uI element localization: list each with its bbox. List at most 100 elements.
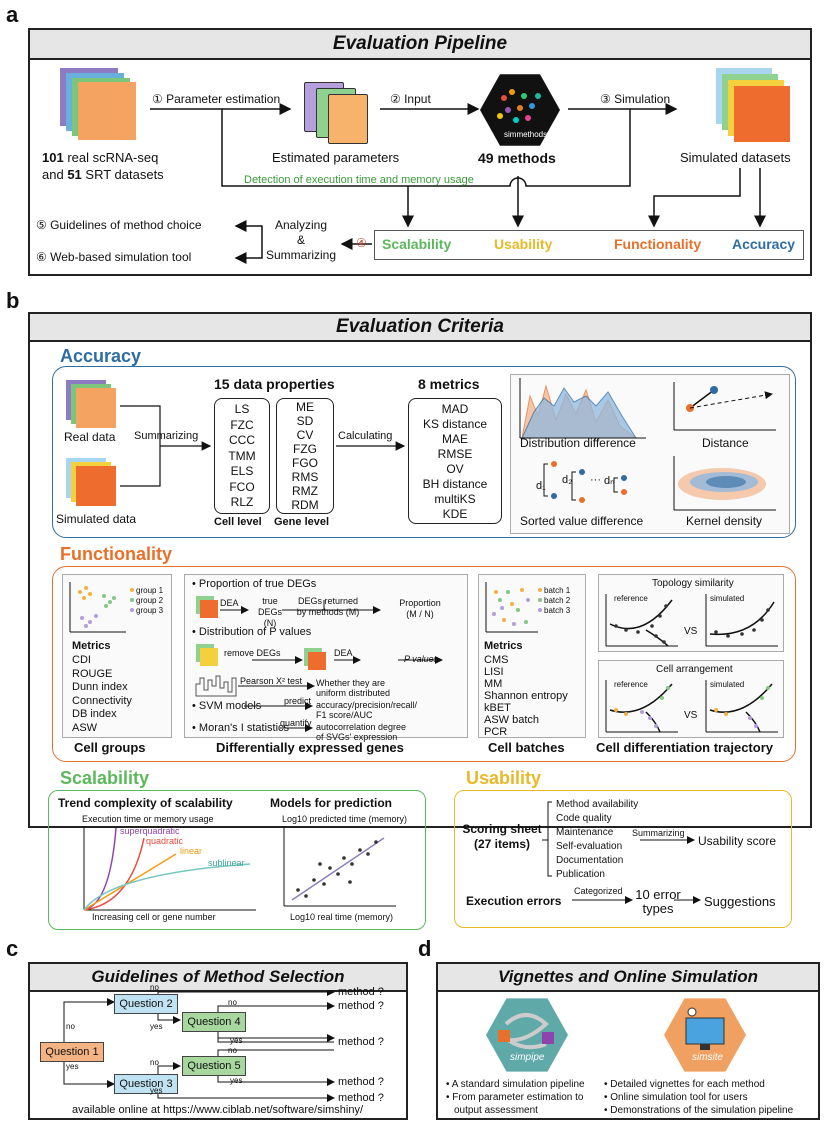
topology-simulated: simulated [710,594,745,603]
topology-label: Topology similarity [652,578,734,589]
question-5: Question 5 [182,1056,246,1076]
metrics-title: 8 metrics [418,376,480,392]
panel-letter-d: d [418,936,432,961]
deg-data-icon [308,652,326,670]
guidelines-frame: Guidelines of Method Selection [28,962,408,1120]
usability-summarizing: Summarizing [632,828,685,838]
deg-bullet-2: • Distribution of P values [192,626,312,638]
vignettes-frame: Vignettes and Online Simulation [436,962,820,1120]
params-doc [328,94,368,144]
panel-letter-c: c [6,936,19,961]
real-dataset-sheet [78,82,136,140]
sim-dataset-sheet [734,86,790,142]
dn-label: dₙ [604,475,615,487]
arrangement-label: Cell arrangement [656,664,733,675]
q2-no: no [150,983,159,992]
props-title: 15 data properties [214,376,335,392]
deg-box [184,574,468,738]
deg-pearson-label: Pearson X² test [240,676,303,686]
question-2: Question 2 [114,994,178,1014]
group-scatter [69,582,134,633]
estimated-params-label: Estimated parameters [272,150,400,165]
pipeline-frame: Evaluation Pipeline [28,28,812,276]
d1-label: d₁ [536,480,546,492]
deg-arrows [195,600,443,732]
deg-bullet-3: • SVM models [192,700,262,712]
simsite-bullets: • Detailed vignettes for each method• On… [604,1079,794,1116]
deg-prop-label: Proportion(M / N) [399,598,441,619]
simpipe-bullets: • A standard simulation pipeline• From p… [446,1079,585,1116]
decision-tree-arrows [63,990,335,1102]
gene-level-label: Gene level [274,516,330,528]
real-datasets-caption-2: and 51 SRT datasets [42,167,164,182]
sublinear-label: sublinear [208,858,245,868]
sim-data-sheet [76,466,116,506]
deg-title: Differentially expressed genes [216,740,404,755]
calculating-label: Calculating [338,430,393,442]
panel-letter-b: b [6,288,20,313]
accuracy-arrows [120,405,406,487]
models-y-label: Log10 predicted time (memory) [282,814,408,824]
cat-functionality: Functionality [614,236,702,252]
simulated-data-label: Simulated data [56,512,137,526]
cell-groups-title: Cell groups [74,740,146,755]
usability-score: Usability score [698,834,777,848]
summarizing-label: Summarizing [134,430,199,442]
deg-data-icon [200,600,218,618]
category-box [374,230,804,260]
method-network-icon [497,89,541,123]
guidelines-footer-link[interactable]: available online at https://www.ciblab.n… [72,1104,364,1116]
trend-plot [83,826,256,911]
question-4: Question 4 [182,1012,246,1032]
deg-svm-output: accuracy/precision/recall/F1 score/AUC [316,700,418,720]
distance-label: Distance [702,436,749,450]
categorized-label: Categorized [574,886,623,896]
distance-plot [673,382,776,431]
question-1: Question 1 [40,1042,104,1062]
cat-usability: Usability [494,236,553,252]
topology-reference: reference [614,594,648,603]
topology-box [598,574,784,652]
functionality-title: Functionality [60,544,172,564]
q5-yes: yes [230,1076,243,1085]
monitor-icon [685,1007,725,1050]
batch-metrics-label: Metrics [484,640,523,652]
analyzing-label: Analyzing&Summarizing [265,218,337,262]
usability-section [454,790,792,928]
group-metrics-label: Metrics [72,640,111,652]
deg-remove-label: remove DEGs [224,648,281,658]
q2-yes: yes [150,1022,163,1031]
dots-label: ··· [590,474,601,486]
kernel-density-label: Kernel density [686,514,763,528]
arrangement-simulated: simulated [710,680,745,689]
step5-label: ⑤ Guidelines of method choice [36,218,202,232]
gene-props-box [276,398,334,514]
trajectory-title: Cell differentiation trajectory [596,740,773,755]
hex-label: simmethods [504,130,548,139]
usability-arrows [542,801,701,904]
real-datasets-caption: 101 real scRNA-seq [42,150,159,165]
q1-no: no [66,1022,75,1031]
step1-label: ① Parameter estimation [152,92,281,106]
arrangement-vs: VS [684,710,698,721]
functionality-section [52,566,796,762]
criteria-frame: Evaluation Criteria [28,312,812,828]
deg-true-label: true DEGs(N) [257,596,282,628]
method-outcome: method ? [338,1076,384,1088]
panel-letter-a: a [6,2,19,27]
simulated-datasets-label: Simulated datasets [680,150,791,165]
q4-yes: yes [230,1036,243,1045]
methods-count: 49 methods [478,150,556,166]
pipeline-title: Evaluation Pipeline [30,30,810,60]
real-data-label: Real data [64,430,116,444]
deg-bullet-4: • Moran's I statistics [192,722,290,734]
distribution-plot [519,378,646,439]
